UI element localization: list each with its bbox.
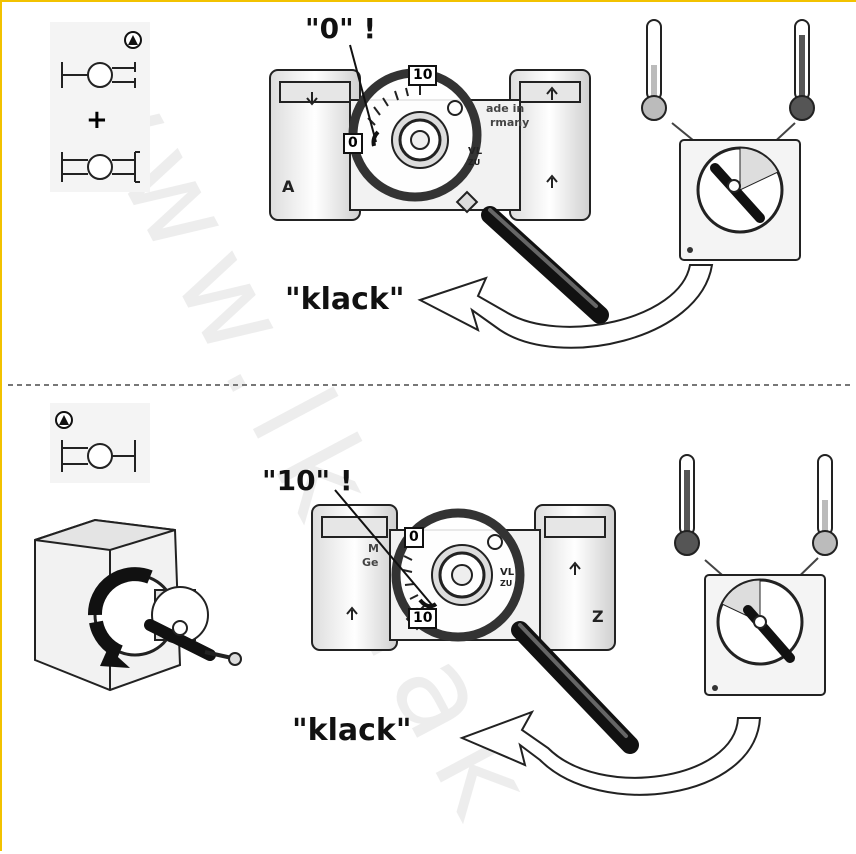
bottom-scale-top: 0 [404,527,424,548]
top-plate-text-1: ade in [486,102,524,115]
top-side-letter: A [282,177,295,196]
bottom-plate-text-1: M [368,542,379,555]
plus-sign: + [86,105,108,135]
thermometer-icon [812,454,838,556]
curved-arrow-icon [459,710,762,796]
top-scale-min: 0 [343,133,363,154]
valve-symbol-icon [61,151,140,183]
screw-icon [204,650,242,666]
valve-symbol-icon [61,440,136,472]
bottom-vl-label: VL [500,567,515,578]
thermometer-icon [789,19,815,121]
top-scale-max: 10 [408,65,438,86]
bottom-zu-label: ZU [500,579,512,588]
bottom-scale-bottom: 10 [408,608,438,629]
top-callout-label: "0" ! [305,12,377,45]
curved-arrow-icon [417,264,714,349]
bottom-symbol-box [50,403,150,483]
bottom-callout-label: "10" ! [262,464,353,497]
top-symbol-box [50,22,150,192]
top-zu-label: ZU [468,158,480,167]
top-klack-label: "klack" [285,282,405,317]
thermometer-icon [641,19,667,121]
actuator-icon [704,574,826,696]
valve-symbol-icon [61,62,136,88]
bottom-klack-label: "klack" [292,713,412,748]
top-callout-line [349,44,377,143]
top-vl-label: VL [468,146,483,157]
magnifier-icon [391,508,639,754]
pump-up-icon [55,411,73,429]
pump-up-icon [124,31,142,49]
actuator-icon [34,518,216,692]
bottom-callout-line [334,489,433,606]
bottom-plate-text-2: Ge [362,556,379,569]
magnifier-icon [348,68,609,324]
top-plate-text-2: rmany [490,116,529,129]
bottom-side-letter: Z [592,607,604,626]
thermometer-icon [674,454,700,556]
actuator-icon [679,139,801,261]
